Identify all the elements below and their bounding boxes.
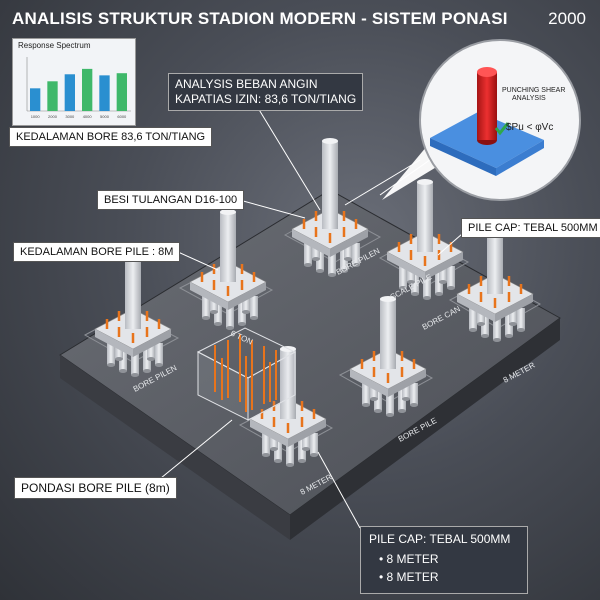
pile-cap-bottom-title: PILE CAP: TEBAL 500MM xyxy=(369,532,511,546)
pile-cap-top-callout: PILE CAP: TEBAL 500MM xyxy=(461,218,600,238)
punching-shear-title: PUNCHING SHEAR ANALYSIS xyxy=(502,87,572,103)
analysis-line1: ANALYSIS BEBAN ANGIN xyxy=(175,77,318,91)
punching-title-line2: ANALYSIS xyxy=(512,95,546,102)
response-spectrum-chart: Response Spectrum 1000 2000 3000 4000 5000 60… xyxy=(12,38,136,126)
footing-1 xyxy=(291,138,369,277)
pondasi-bore-pile-callout: PONDASI BORE PILE (8m) xyxy=(14,477,177,499)
footing-6 xyxy=(349,296,427,417)
page-title: ANALISIS STRUKTUR STADION MODERN - SISTE… xyxy=(12,9,508,28)
chart-bar xyxy=(82,68,93,111)
list-item: • 8 METER xyxy=(379,552,439,566)
footing-7 xyxy=(249,346,327,467)
besi-tulangan-callout: BESI TULANGAN D16-100 xyxy=(97,190,245,210)
kedalaman-bore-pile-callout: KEDALAMAN BORE PILE : 8M xyxy=(13,242,181,262)
footing-4 xyxy=(189,209,267,330)
punching-shear-magnifier xyxy=(382,39,581,201)
chart-tick-label: 4000 xyxy=(83,114,93,119)
chart-bar xyxy=(30,88,41,111)
pile-cap-bottom-callout: PILE CAP: TEBAL 500MM • 8 METER • 8 METE… xyxy=(360,526,528,594)
bottom-item-1: 8 METER xyxy=(386,552,439,566)
kedalaman-bore-callout: KEDALAMAN BORE 83,6 TON/TIANG xyxy=(9,127,213,147)
punching-formula: $Pu < φVc xyxy=(506,122,554,133)
list-item: • 8 METER xyxy=(379,570,439,584)
chart-bar xyxy=(99,75,110,111)
year-label: 2000 xyxy=(548,9,586,28)
chart-tick-label: 6000 xyxy=(117,114,127,119)
chart-tick-label: 2000 xyxy=(48,114,58,119)
chart-tick-label: 3000 xyxy=(65,114,75,119)
chart-tick-label: 1000 xyxy=(31,114,41,119)
rebar-cage xyxy=(196,327,297,421)
punching-title-line1: PUNCHING SHEAR xyxy=(502,87,566,94)
chart-title: Response Spectrum xyxy=(18,41,91,50)
chart-tick-label: 5000 xyxy=(100,114,110,119)
bottom-item-2: 8 METER xyxy=(386,570,439,584)
chart-bar xyxy=(64,74,75,111)
footing-2 xyxy=(386,179,464,300)
chart-bar xyxy=(116,73,127,111)
analysis-callout: ANALYSIS BEBAN ANGIN KAPATIAS IZIN: 83,6… xyxy=(168,73,364,111)
chart-bar xyxy=(47,81,58,111)
footing-5 xyxy=(94,256,172,377)
bottom-items-list: • 8 METER • 8 METER xyxy=(369,552,519,584)
analysis-line2: KAPATIAS IZIN: 83,6 TON/TIANG xyxy=(175,92,357,106)
